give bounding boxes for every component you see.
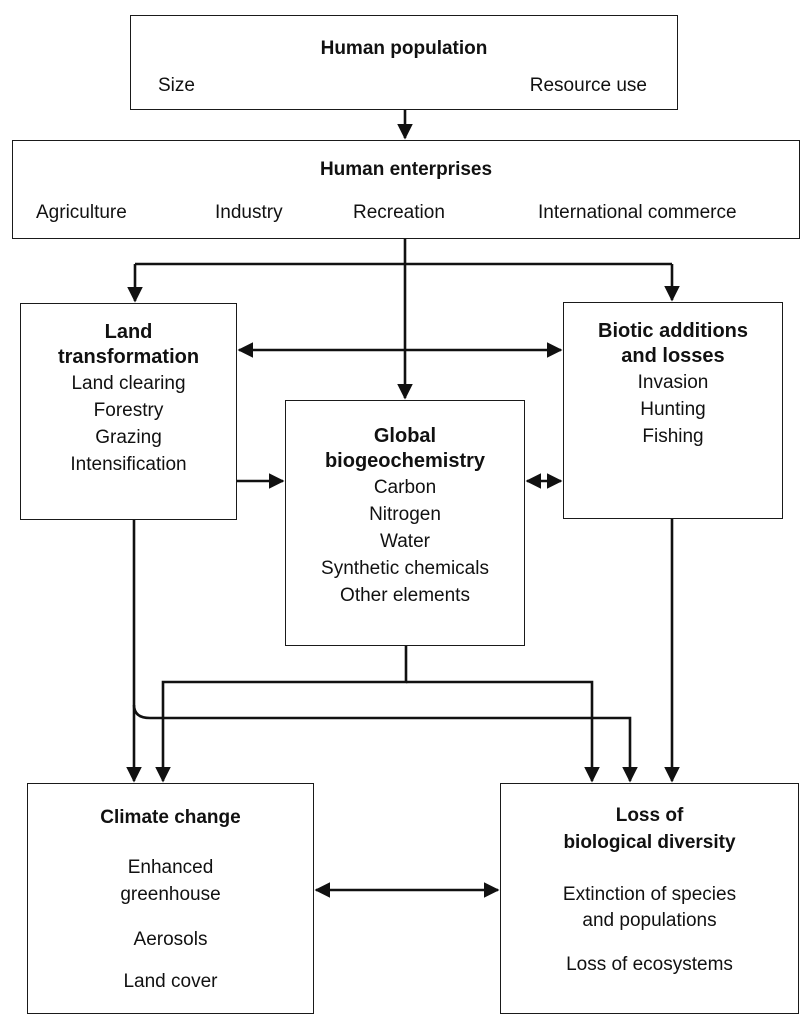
human-enterprises-title: Human enterprises: [319, 159, 493, 180]
synthetic-chemicals-item: Synthetic chemicals: [321, 558, 489, 579]
loss-of-ecosystems-item: Loss of ecosystems: [566, 954, 733, 975]
human-enterprises-box: Human enterprises Agriculture Industry R…: [12, 140, 800, 239]
aerosols-item: Aerosols: [133, 929, 208, 950]
biogeochemistry-title-line-2: biogeochemistry: [324, 450, 486, 472]
water-item: Water: [380, 531, 430, 552]
biotic-title-line-1: Biotic additions: [598, 320, 748, 342]
biodiversity-title-line-2: biological diversity: [563, 832, 736, 853]
loss-of-biological-diversity-box: Loss of biological diversity Extinction …: [500, 783, 799, 1014]
enterprise-industry: Industry: [215, 202, 283, 223]
enterprise-international-commerce: International commerce: [538, 202, 737, 223]
biogeochemistry-to-climate-arrow: [155, 646, 408, 783]
forestry-item: Forestry: [93, 400, 164, 421]
land-transformation-title-line-1: Land: [104, 321, 153, 343]
global-biogeochemistry-box: Global biogeochemistry Carbon Nitrogen W…: [285, 400, 525, 646]
human-population-box: Human population Size Resource use: [130, 15, 678, 110]
carbon-item: Carbon: [373, 477, 437, 498]
other-elements-item: Other elements: [340, 585, 470, 606]
land-to-biodiversity-arrow: [132, 704, 638, 783]
biodiversity-title-line-1: Loss of: [615, 805, 684, 826]
enhanced-item: Enhanced: [127, 857, 214, 878]
resource-use-label: Resource use: [529, 75, 647, 96]
climate-change-title: Climate change: [100, 807, 241, 828]
human-population-title: Human population: [320, 38, 488, 59]
enterprise-agriculture: Agriculture: [36, 202, 127, 223]
enterprise-recreation: Recreation: [353, 202, 445, 223]
populations-item: and populations: [582, 910, 717, 931]
biogeochemistry-title-line-1: Global: [373, 425, 437, 447]
land-transformation-title-line-2: transformation: [57, 346, 200, 368]
biogeochemistry-to-biodiversity-arrow: [406, 680, 600, 783]
grazing-item: Grazing: [95, 427, 162, 448]
invasion-item: Invasion: [637, 372, 709, 393]
nitrogen-item: Nitrogen: [369, 504, 441, 525]
climate-change-box: Climate change Enhanced greenhouse Aeros…: [27, 783, 314, 1014]
land-cover-item: Land cover: [123, 971, 218, 992]
biotic-title-line-2: and losses: [621, 345, 725, 367]
fishing-item: Fishing: [642, 426, 704, 447]
intensification-item: Intensification: [70, 454, 187, 475]
hunting-item: Hunting: [640, 399, 706, 420]
population-size-label: Size: [158, 75, 195, 96]
biotic-additions-losses-box: Biotic additions and losses Invasion Hun…: [563, 302, 783, 519]
greenhouse-item: greenhouse: [120, 884, 221, 905]
land-clearing-item: Land clearing: [71, 373, 186, 394]
land-transformation-box: Land transformation Land clearing Forest…: [20, 303, 237, 520]
extinction-item: Extinction of species: [562, 884, 737, 905]
